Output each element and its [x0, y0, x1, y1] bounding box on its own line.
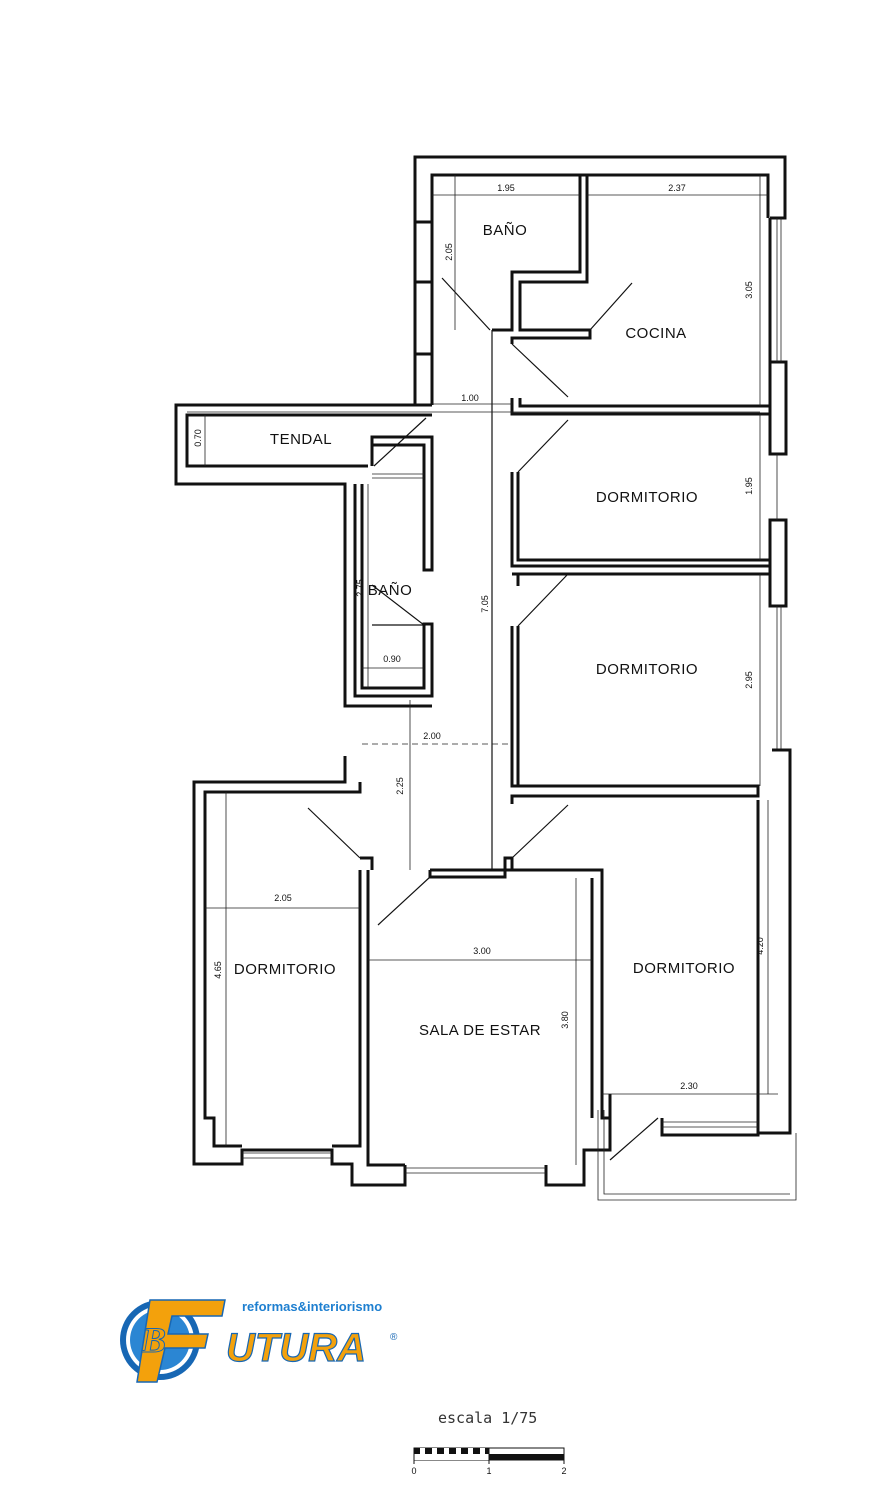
dim-cocina-depth: 3.05	[744, 281, 754, 299]
room-label-tendal: TENDAL	[270, 431, 332, 448]
dimension-labels: 1.95 2.05 2.37 3.05 1.00 0.70 1.95 2.75 …	[193, 183, 765, 1091]
scale-bar: escala 1/75 0 1 2	[411, 1409, 566, 1476]
room-label-sala: SALA DE ESTAR	[419, 1022, 541, 1039]
scale-tick-2: 2	[561, 1466, 566, 1476]
svg-text:B: B	[141, 1320, 166, 1360]
dim-bano-2-depth: 2.75	[355, 579, 365, 597]
door-swings	[307, 277, 659, 1161]
dim-dormitorio-1-depth: 1.95	[744, 477, 754, 495]
scale-tick-0: 0	[411, 1466, 416, 1476]
dim-dormitorio-2-depth: 2.95	[744, 671, 754, 689]
logo-name: UTURA	[226, 1326, 366, 1370]
scale-label: escala 1/75	[438, 1409, 537, 1427]
dimension-lines	[187, 175, 778, 1165]
dim-cocina-width: 2.37	[668, 183, 686, 193]
room-labels: BAÑO COCINA TENDAL DORMITORIO BAÑO DORMI…	[234, 222, 735, 1039]
room-label-cocina: COCINA	[625, 325, 686, 342]
room-label-dormitorio-2: DORMITORIO	[596, 661, 698, 678]
dim-hall-width: 1.00	[461, 393, 479, 403]
room-label-dormitorio-1: DORMITORIO	[596, 489, 698, 506]
dim-bano-1-width: 1.95	[497, 183, 515, 193]
scale-tick-1: 1	[486, 1466, 491, 1476]
dim-hall-2-depth: 2.25	[395, 777, 405, 795]
company-logo: B reformas&interiorismo UTURA ®	[120, 1299, 398, 1383]
dim-corridor-length: 7.05	[480, 595, 490, 613]
dim-hall-2-width: 2.00	[423, 731, 441, 741]
dim-dormitorio-3-width: 2.05	[274, 893, 292, 903]
dim-tendal-depth: 0.70	[193, 429, 203, 447]
room-label-dormitorio-4: DORMITORIO	[633, 960, 735, 977]
dim-dormitorio-4-width: 2.30	[680, 1081, 698, 1091]
dim-dormitorio-3-depth: 4.65	[213, 961, 223, 979]
logo-tagline: reformas&interiorismo	[242, 1299, 382, 1314]
dim-sala-depth: 3.80	[560, 1011, 570, 1029]
room-label-dormitorio-3: DORMITORIO	[234, 961, 336, 978]
dim-bano-2-width: 0.90	[383, 654, 401, 664]
room-label-bano-1: BAÑO	[483, 222, 528, 239]
logo-registered: ®	[390, 1332, 398, 1343]
walls	[174, 155, 797, 1201]
room-label-bano-2: BAÑO	[368, 582, 413, 599]
dim-bano-1-depth: 2.05	[444, 243, 454, 261]
dim-sala-width: 3.00	[473, 946, 491, 956]
logo-monogram-icon: B	[120, 1299, 226, 1383]
dim-dormitorio-4-depth: 4.20	[755, 937, 765, 955]
